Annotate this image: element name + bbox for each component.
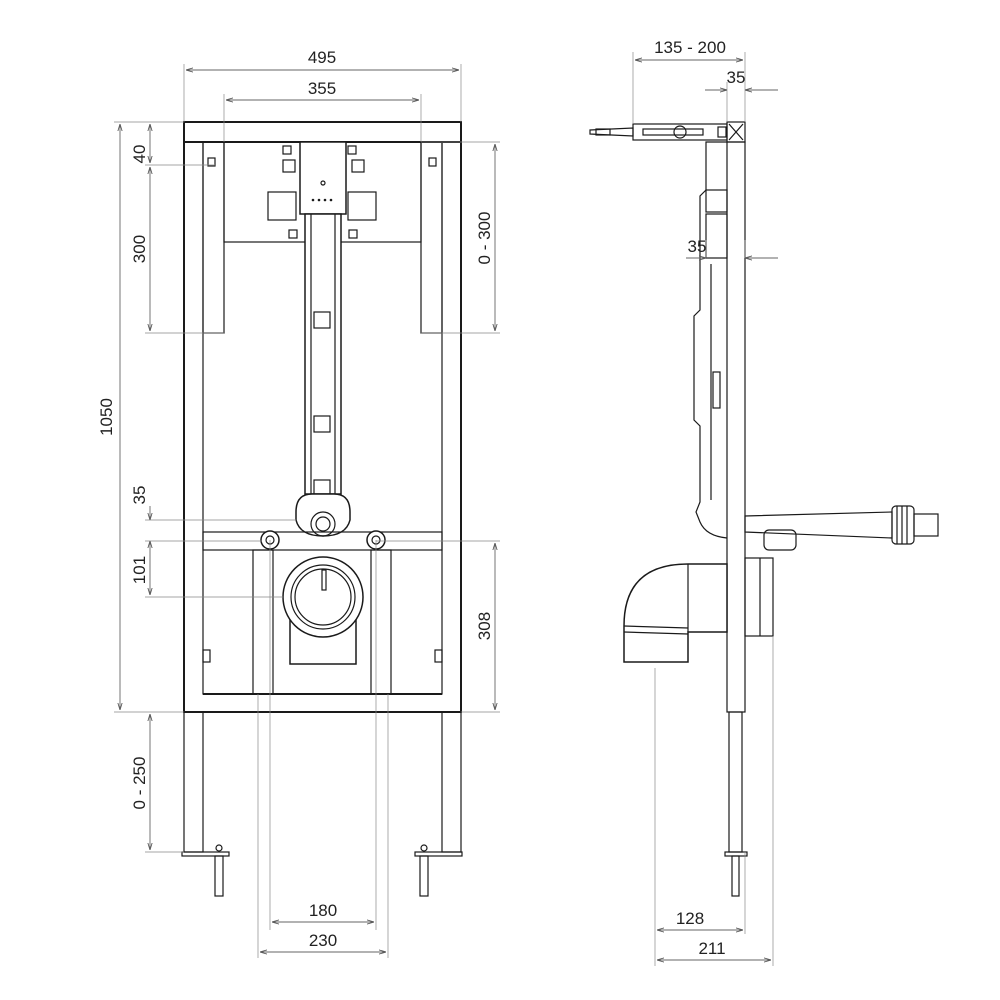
plate-slot-5	[282, 145, 292, 155]
plate-cutout-left	[267, 191, 297, 221]
side-view: 135 - 200 35 35 128 211	[589, 38, 939, 966]
dim-135-200: 135 - 200	[654, 38, 726, 57]
dim-35-front: 35	[130, 486, 149, 505]
left-upper-bracket	[202, 141, 225, 334]
foot-clip-right	[434, 649, 443, 663]
dim-0-250: 0 - 250	[130, 757, 149, 810]
anchor-right	[419, 855, 429, 897]
dim-101: 101	[130, 556, 149, 584]
side-pipe-coupling	[891, 505, 915, 545]
side-dimension-lines	[635, 60, 778, 960]
lower-stud-left	[252, 549, 274, 695]
dim-495: 495	[308, 48, 336, 67]
housing-screw	[320, 180, 326, 186]
side-pipe-end	[913, 513, 939, 537]
cistern-top-block	[705, 189, 728, 213]
dim-128: 128	[676, 909, 704, 928]
housing-dots	[311, 198, 333, 202]
connector-ring-inner	[315, 516, 331, 532]
plate-slot-6	[347, 145, 357, 155]
side-flush-pipe	[744, 511, 893, 539]
front-extension-lines	[114, 64, 500, 958]
drain-outlet-seal	[290, 564, 356, 630]
front-view: 495 355 1050 40 300 35 101 0 - 250 0 - 3…	[97, 48, 500, 958]
side-drain-elbow	[623, 563, 728, 663]
side-extension-lines	[632, 52, 774, 966]
flush-connector	[295, 493, 351, 537]
foot-plate-left	[181, 851, 230, 857]
side-drain-flange	[744, 557, 774, 637]
dim-211: 211	[698, 939, 725, 958]
pipe-clip-1	[313, 311, 331, 329]
dim-180: 180	[309, 901, 337, 920]
plate-slot-2	[351, 159, 365, 173]
cistern-level-indicator	[712, 371, 721, 409]
dim-300: 300	[130, 235, 149, 263]
dim-35-side-mid: 35	[688, 237, 707, 256]
dim-230: 230	[309, 931, 337, 950]
cistern-body	[693, 141, 728, 539]
plate-slot-1	[282, 159, 296, 173]
wall-anchor	[589, 127, 634, 137]
frame-outline	[183, 121, 462, 713]
dim-355: 355	[308, 79, 336, 98]
dim-0-300: 0 - 300	[475, 212, 494, 265]
connector-ring-outer	[310, 511, 336, 537]
plate-slot-4	[348, 229, 358, 239]
cistern-mid-block	[705, 213, 728, 259]
bracket-knob	[673, 125, 687, 139]
foot-plate-right	[414, 851, 463, 857]
leg-left	[183, 711, 204, 853]
bracket-slot	[642, 128, 704, 136]
pipe-clip-2	[313, 415, 331, 433]
right-bracket-hole	[428, 157, 437, 167]
dim-308: 308	[475, 612, 494, 640]
right-upper-bracket	[420, 141, 443, 334]
side-pipe-cap	[763, 529, 797, 551]
front-dimension-lines	[120, 70, 495, 952]
anchor-left	[214, 855, 224, 897]
leg-right	[441, 711, 462, 853]
drain-outlet-inner	[294, 568, 352, 626]
dim-35-side-top: 35	[727, 68, 746, 87]
side-anchor	[731, 855, 740, 897]
plate-cutout-right	[347, 191, 377, 221]
lower-stud-right	[370, 549, 392, 695]
side-column	[726, 141, 746, 713]
foot-clip-left	[202, 649, 211, 663]
dim-40: 40	[130, 145, 149, 164]
flush-valve-housing	[299, 141, 347, 215]
left-bracket-hole	[207, 157, 216, 167]
drain-marker	[321, 569, 327, 591]
plate-slot-3	[288, 229, 298, 239]
dim-1050: 1050	[97, 398, 116, 436]
side-leg	[728, 711, 743, 853]
